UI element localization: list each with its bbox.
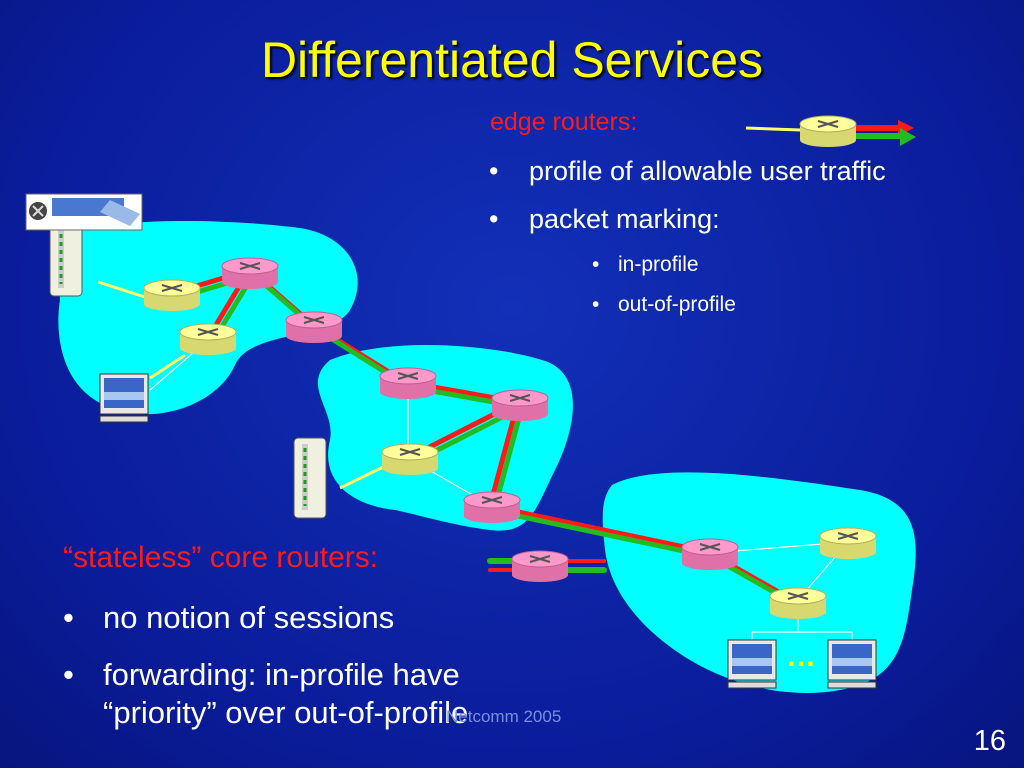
- core-bullet: • forwarding: in-profile have “priority”…: [63, 656, 469, 732]
- core-routers-heading: “stateless” core routers:: [63, 541, 379, 574]
- edge-router: [769, 587, 827, 620]
- edge-subbullet-text: in-profile: [618, 253, 699, 276]
- core-router: [463, 491, 521, 524]
- bullet-marker: •: [63, 657, 74, 692]
- host-pc: [99, 373, 149, 423]
- slide-title: Differentiated Services: [260, 32, 764, 88]
- core-router: [491, 389, 549, 422]
- edge-subbullet: • in-profile: [592, 253, 699, 277]
- host-server: [292, 436, 328, 520]
- bullet-marker: •: [592, 253, 600, 276]
- core-router: [285, 311, 343, 344]
- bullet-marker: •: [489, 156, 499, 186]
- edge-bullet-text: packet marking:: [529, 204, 720, 234]
- edge-bullet-text: profile of allowable user traffic: [529, 156, 886, 186]
- core-router: [379, 367, 437, 400]
- edge-router: [179, 323, 237, 356]
- core-router: [221, 257, 279, 290]
- page-number: 16: [973, 725, 1006, 757]
- edge-router: [381, 443, 439, 476]
- edge-routers-heading: edge routers:: [490, 108, 638, 136]
- core-bullet: • no notion of sessions: [63, 599, 395, 637]
- edge-subbullet: • out-of-profile: [592, 293, 736, 317]
- network-cloud-left: [58, 220, 358, 415]
- edge-bullet: • packet marking:: [489, 204, 720, 235]
- bullet-marker: •: [63, 600, 74, 635]
- edge-bullet: • profile of allowable user traffic: [489, 156, 886, 187]
- more-hosts-ellipsis: …: [786, 640, 818, 673]
- bullet-marker: •: [489, 204, 499, 234]
- core-bullet-text: no notion of sessions: [103, 600, 395, 635]
- edge-subbullet-text: out-of-profile: [618, 293, 736, 316]
- edge-router: [819, 527, 877, 560]
- core-router-legend: [511, 550, 569, 583]
- footer-text: Netcomm 2005: [446, 707, 562, 726]
- core-bullet-continuation: “priority” over out-of-profile: [103, 695, 469, 730]
- core-bullet-text: forwarding: in-profile have: [103, 657, 460, 692]
- laptop-device: [25, 193, 143, 231]
- core-router: [681, 538, 739, 571]
- bullet-marker: •: [592, 293, 600, 316]
- edge-router: [143, 279, 201, 312]
- edge-router-legend: [799, 115, 857, 148]
